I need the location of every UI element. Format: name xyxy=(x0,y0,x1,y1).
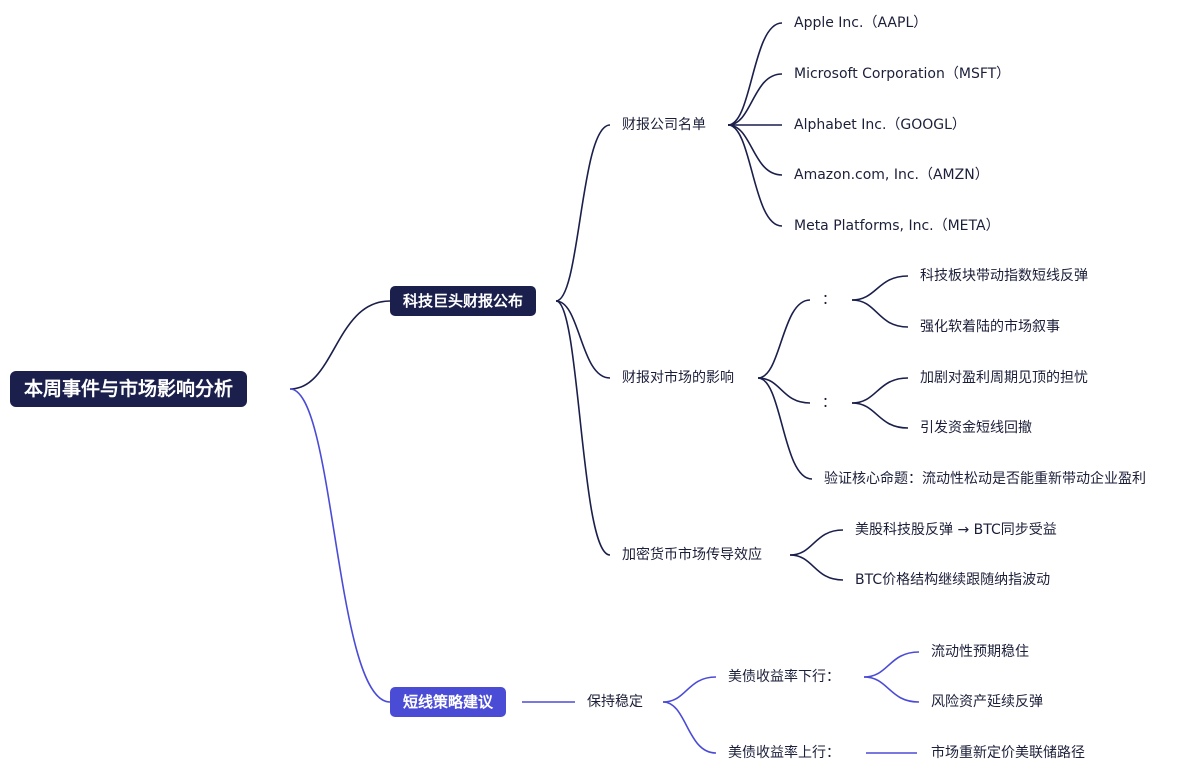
company-item[interactable]: Apple Inc.（AAPL） xyxy=(794,15,928,31)
companies-to-item-connector xyxy=(727,22,783,126)
yield-down-node[interactable]: 美债收益率下行： xyxy=(728,669,840,685)
earnings-to-impact-connector xyxy=(555,300,611,379)
impact-negative-item[interactable]: 引发资金短线回撤 xyxy=(920,420,1032,436)
crypto-item[interactable]: 美股科技股反弹 → BTC同步受益 xyxy=(855,522,1057,538)
company-item[interactable]: Meta Platforms, Inc.（META） xyxy=(794,218,1000,234)
yield-up-node[interactable]: 美债收益率上行： xyxy=(728,745,840,761)
earnings-to-crypto-connector xyxy=(555,300,611,556)
stay-to-down-connector xyxy=(662,676,717,703)
companies-node[interactable]: 财报公司名单 xyxy=(622,117,706,133)
down-to-item-connector xyxy=(863,651,920,678)
root-node[interactable]: 本周事件与市场影响分析 xyxy=(10,371,248,407)
impact-core-node[interactable]: 验证核心命题：流动性松动是否能重新带动企业盈利 xyxy=(824,471,1146,487)
negative-to-item-connector xyxy=(851,377,909,404)
impact-negative-item[interactable]: 加剧对盈利周期见顶的担忧 xyxy=(920,370,1088,386)
company-item[interactable]: Alphabet Inc.（GOOGL） xyxy=(794,117,966,133)
negative-to-item-connector xyxy=(851,402,909,429)
crypto-item[interactable]: BTC价格结构继续跟随纳指波动 xyxy=(855,572,1051,588)
root-to-earnings-connector xyxy=(289,300,391,390)
yield-up-item[interactable]: 市场重新定价美联储路径 xyxy=(931,745,1085,761)
impact-positive-item[interactable]: 强化软着陆的市场叙事 xyxy=(920,319,1060,335)
root-to-strategy-connector xyxy=(289,388,391,703)
companies-to-item-connector xyxy=(727,124,783,227)
yield-down-item[interactable]: 流动性预期稳住 xyxy=(931,644,1029,660)
impact-node[interactable]: 财报对市场的影响 xyxy=(622,370,734,386)
yield-down-item[interactable]: 风险资产延续反弹 xyxy=(931,694,1043,710)
branch-strategy-node[interactable]: 短线策略建议 xyxy=(390,687,507,717)
stay-to-up-connector xyxy=(662,701,717,754)
company-item[interactable]: Microsoft Corporation（MSFT） xyxy=(794,66,1011,82)
crypto-node[interactable]: 加密货币市场传导效应 xyxy=(622,547,762,563)
positive-to-item-connector xyxy=(851,275,909,301)
impact-to-positive-connector xyxy=(757,299,811,379)
positive-to-item-connector xyxy=(851,299,909,328)
companies-to-item-connector xyxy=(727,124,783,176)
earnings-to-companies-connector xyxy=(555,124,611,302)
companies-to-item-connector xyxy=(727,73,783,126)
down-to-item-connector xyxy=(863,676,920,703)
impact-to-negative-connector xyxy=(757,377,811,404)
company-item[interactable]: Amazon.com, Inc.（AMZN） xyxy=(794,167,989,183)
impact-negative-node[interactable]: ： xyxy=(822,395,836,411)
impact-positive-item[interactable]: 科技板块带动指数短线反弹 xyxy=(920,268,1088,284)
impact-positive-node[interactable]: ： xyxy=(822,292,836,308)
crypto-to-item-connector xyxy=(789,529,844,556)
stay-stable-node[interactable]: 保持稳定 xyxy=(587,694,643,710)
impact-to-core-connector xyxy=(757,377,813,480)
crypto-to-item-connector xyxy=(789,554,844,581)
branch-earnings-node[interactable]: 科技巨头财报公布 xyxy=(390,286,537,316)
